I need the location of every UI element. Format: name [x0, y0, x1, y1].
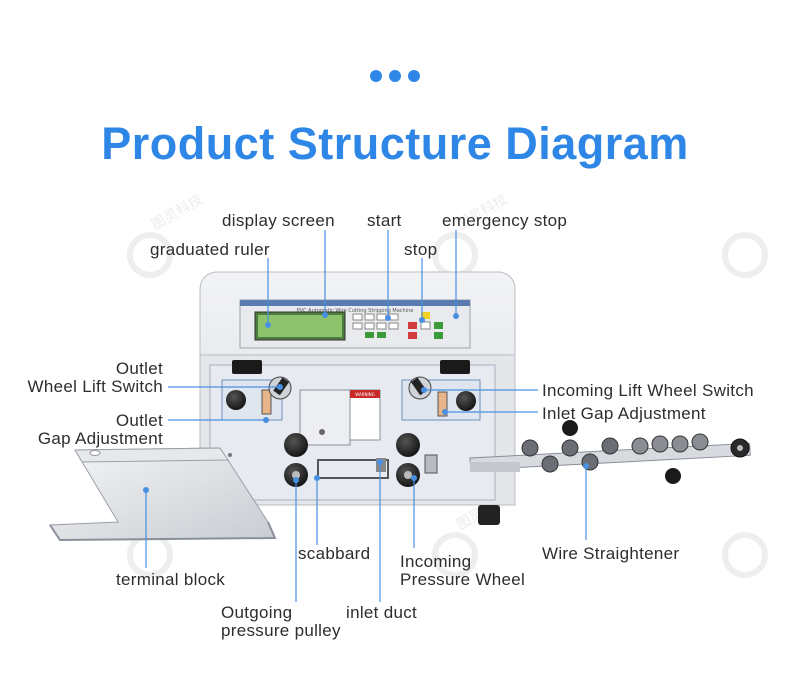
warning-tag: WARNING: [355, 392, 375, 397]
label-wire-straightener: Wire Straightener: [542, 544, 680, 563]
title-dots: [370, 70, 422, 84]
watermark-logo: 图灵科技: [127, 192, 205, 278]
label-outlet-lift-switch-line1: Outlet: [115, 359, 163, 378]
panel-caption: PVC Automatic Wire Cutting Stripping Mac…: [297, 308, 414, 314]
watermark-logo: [722, 532, 768, 578]
cover-hinge: [232, 360, 262, 374]
stop-button[interactable]: [408, 322, 417, 329]
label-start: start: [367, 211, 402, 230]
outgoing-pressure-wheels: [284, 433, 308, 487]
left-adjust-plate: [221, 376, 292, 421]
blade-block: WARNING: [299, 389, 381, 446]
label-incoming-pressure-wheel-line2: Pressure Wheel: [400, 570, 526, 589]
emergency-stop-button[interactable]: [421, 312, 430, 319]
graduated-ruler-left: [261, 389, 272, 415]
scabbard-guide: [317, 459, 389, 479]
inlet-gap-knob[interactable]: [456, 391, 476, 411]
label-inlet-duct: inlet duct: [346, 603, 418, 622]
machine-foot: [478, 505, 500, 525]
control-panel: PVC Automatic Wire Cutting Stripping Mac…: [239, 299, 471, 349]
dot: [370, 70, 382, 82]
dot: [389, 70, 401, 82]
cover-hinge: [440, 360, 470, 374]
straightener-knob[interactable]: [665, 468, 681, 484]
label-stop: stop: [404, 240, 438, 259]
label-incoming-lift-switch: Incoming Lift Wheel Switch: [542, 381, 754, 400]
wire-straightener: [469, 420, 751, 484]
graduated-ruler-right: [437, 391, 448, 417]
dot: [408, 70, 420, 82]
label-incoming-pressure-wheel-line1: Incoming: [400, 552, 472, 571]
keypad: [352, 313, 399, 338]
label-outlet-gap-line2: Gap Adjustment: [37, 429, 163, 448]
outlet-gap-knob[interactable]: [226, 390, 246, 410]
straightener-knob[interactable]: [562, 420, 578, 436]
label-graduated-ruler: graduated ruler: [150, 240, 270, 259]
warning-label: [349, 389, 381, 441]
page-title: Product Structure Diagram: [101, 118, 689, 169]
label-terminal-block: terminal block: [116, 570, 226, 589]
label-display-screen: display screen: [222, 211, 335, 230]
label-outgoing-pulley-line1: Outgoing: [221, 603, 293, 622]
label-inlet-gap: Inlet Gap Adjustment: [542, 404, 706, 423]
label-outlet-gap-line1: Outlet: [115, 411, 163, 430]
right-adjust-plate: [401, 376, 481, 421]
label-outgoing-pulley-line2: pressure pulley: [221, 621, 341, 640]
label-scabbard: scabbard: [298, 544, 371, 563]
leader-lines: [143, 230, 589, 602]
start-button[interactable]: [434, 332, 443, 339]
label-outlet-lift-switch-line2: Wheel Lift Switch: [27, 377, 163, 396]
inlet-duct-part: [376, 458, 386, 472]
label-emergency-stop: emergency stop: [442, 211, 568, 230]
watermark-logo: [722, 232, 768, 278]
terminal-block-tray: [49, 447, 277, 542]
